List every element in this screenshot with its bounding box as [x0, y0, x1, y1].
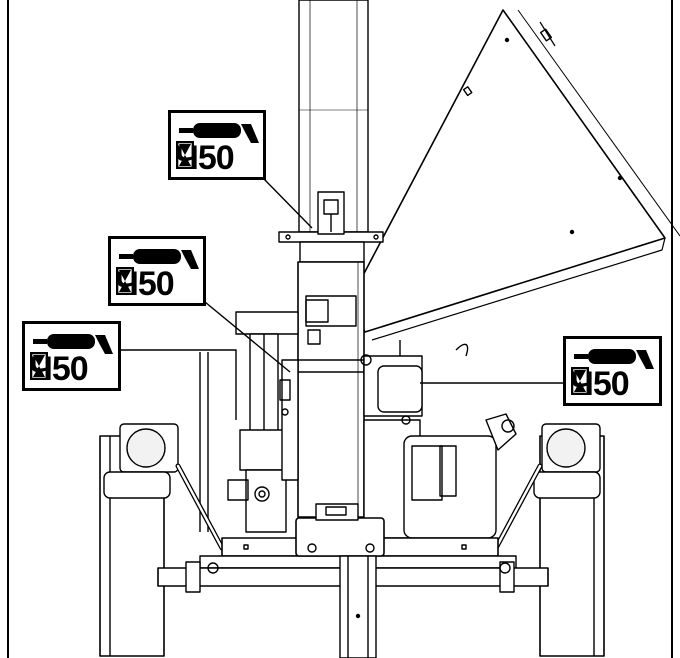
left-support-leg [99, 423, 225, 657]
left-roller-assembly [199, 311, 299, 533]
lube-label-right: Ч50 [563, 336, 662, 406]
grease-gun-icon [179, 123, 259, 143]
grease-gun-icon [33, 334, 113, 354]
lube-label-top: Ч50 [168, 110, 266, 180]
engine-block [360, 340, 517, 539]
hourglass-icon [30, 352, 48, 380]
lube-label-upper-left: Ч50 [108, 236, 206, 306]
hourglass-icon [571, 367, 589, 395]
drawbar-chain [339, 555, 377, 658]
discharge-hood [349, 9, 680, 341]
lube-label-lower-left: Ч50 [22, 321, 121, 391]
grease-gun-icon [119, 249, 199, 269]
hourglass-icon [116, 267, 134, 295]
grease-gun-icon [574, 349, 654, 369]
front-clamp [295, 503, 385, 557]
hourglass-icon [176, 141, 194, 169]
central-housing [297, 261, 365, 518]
leader-lines [121, 177, 565, 420]
right-support-leg [493, 423, 605, 657]
